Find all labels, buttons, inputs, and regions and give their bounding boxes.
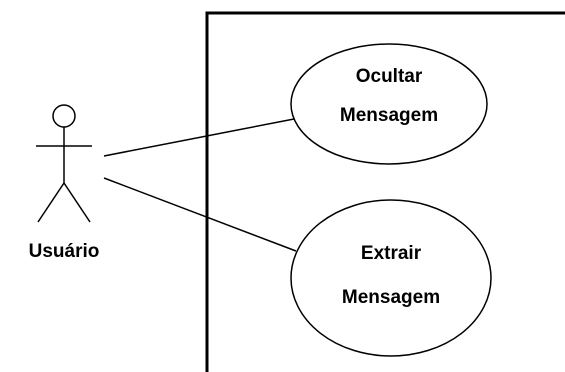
association-line-extrair [103,177,297,252]
actor-usuario: Usuário [29,104,100,262]
association-line-ocultar [103,118,295,157]
actor-label: Usuário [29,241,100,262]
use-case-ellipse [290,199,492,357]
use-case-label-line2: Mensagem [342,287,440,308]
use-case-ocultar-mensagem: Ocultar Mensagem [290,43,488,165]
stick-figure-actor-icon [36,104,92,223]
use-case-label-line1: Ocultar [356,66,423,87]
use-case-label-line1: Extrair [361,243,422,264]
system-boundary [205,11,565,372]
use-case-extrair-mensagem: Extrair Mensagem [290,199,492,357]
use-case-label-line2: Mensagem [340,105,438,126]
use-case-ellipse [290,43,488,165]
